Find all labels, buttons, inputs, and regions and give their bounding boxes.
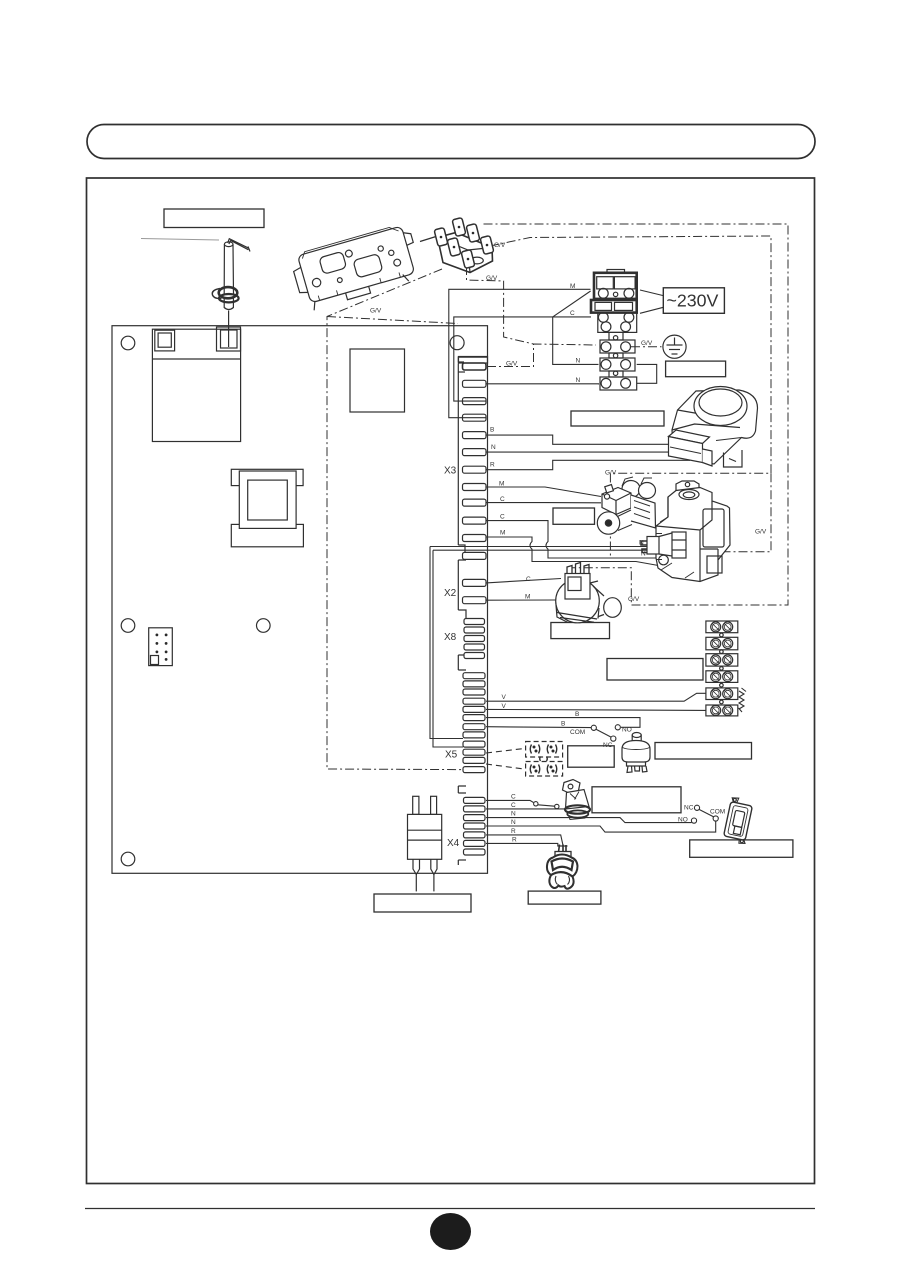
- svg-text:X8: X8: [444, 632, 457, 643]
- svg-text:N: N: [641, 551, 646, 558]
- svg-text:R: R: [511, 828, 516, 835]
- svg-text:B: B: [575, 711, 579, 718]
- svg-text:R: R: [512, 837, 517, 844]
- svg-text:C: C: [511, 794, 516, 801]
- svg-text:N: N: [491, 444, 496, 451]
- svg-text:B: B: [561, 721, 565, 728]
- svg-text:G/V: G/V: [486, 275, 498, 282]
- svg-text:M: M: [570, 283, 575, 290]
- svg-text:~230V: ~230V: [667, 291, 719, 311]
- svg-text:M: M: [499, 481, 504, 488]
- svg-text:M: M: [525, 594, 530, 601]
- svg-text:X3: X3: [444, 466, 457, 477]
- svg-text:B: B: [490, 427, 494, 434]
- svg-text:M: M: [500, 530, 505, 537]
- svg-text:COM: COM: [570, 729, 585, 736]
- svg-text:V: V: [502, 694, 507, 701]
- svg-text:X2: X2: [444, 588, 457, 599]
- svg-text:C: C: [500, 514, 505, 521]
- svg-text:X4: X4: [447, 838, 460, 849]
- svg-text:N: N: [576, 358, 581, 365]
- svg-text:V: V: [502, 703, 507, 710]
- svg-text:G/V: G/V: [605, 470, 617, 477]
- svg-text:NC: NC: [684, 805, 694, 812]
- svg-text:X5: X5: [445, 750, 458, 761]
- svg-text:G/V: G/V: [370, 308, 382, 315]
- svg-text:C: C: [500, 496, 505, 503]
- svg-text:NO: NO: [678, 817, 688, 824]
- svg-text:C: C: [511, 802, 516, 809]
- svg-text:N: N: [511, 811, 516, 818]
- svg-text:C: C: [570, 310, 575, 317]
- svg-text:G/V: G/V: [506, 361, 518, 368]
- svg-text:N: N: [576, 377, 581, 384]
- svg-text:G/V: G/V: [628, 596, 640, 603]
- svg-text:COM: COM: [710, 809, 725, 816]
- svg-text:G/V: G/V: [755, 529, 767, 536]
- svg-text:N: N: [511, 819, 516, 826]
- svg-text:G/V: G/V: [641, 340, 653, 347]
- svg-text:G/V: G/V: [494, 242, 506, 249]
- svg-text:R: R: [490, 462, 495, 469]
- svg-text:C: C: [526, 576, 531, 583]
- svg-text:NO: NO: [622, 727, 632, 734]
- svg-text:NC: NC: [603, 742, 613, 749]
